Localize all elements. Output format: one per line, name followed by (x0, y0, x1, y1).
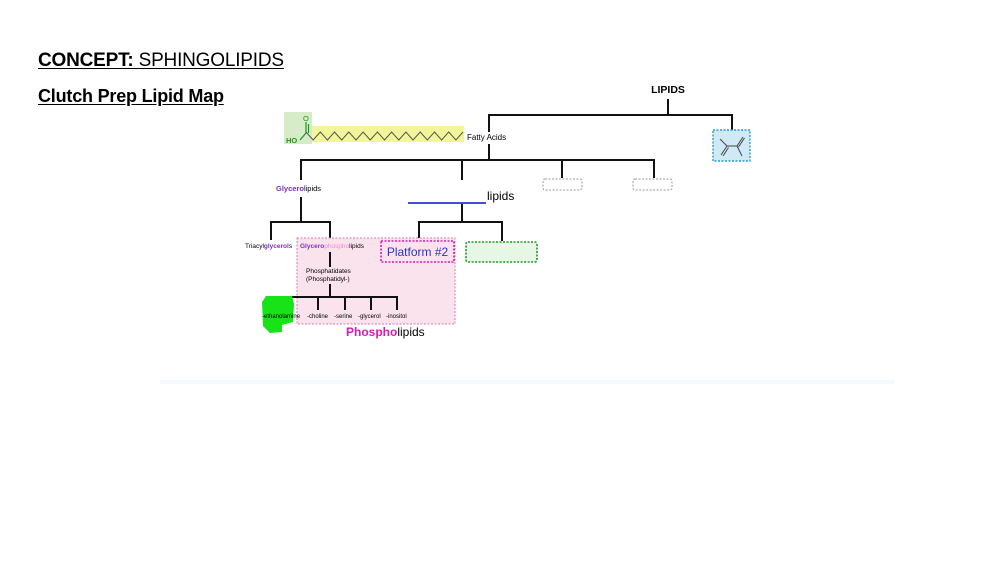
gpl-part2: phospho (324, 243, 349, 250)
isoprene-box (712, 129, 751, 162)
platform-2-box (380, 240, 455, 263)
empty-category-box-2 (632, 178, 673, 191)
head-group-glycerol: -glycerol (358, 314, 381, 320)
carboxyl-highlight (284, 112, 312, 144)
second-tree-lines (300, 144, 655, 180)
phosphatidyl-label: (Phosphatidyl-) (306, 276, 350, 283)
platform-2-label: Platform #2 (387, 245, 449, 259)
glycerophospholipids-label: Glycerophospholipids (300, 243, 365, 250)
concept-label: CONCEPT: (38, 50, 134, 71)
fatty-acids-label: Fatty Acids (467, 133, 506, 142)
phosphatidates-label: Phosphatidates (306, 268, 352, 275)
phospholipids-label: Phospholipids (346, 325, 425, 339)
gpl-part3: lipids (349, 243, 365, 250)
hydrocarbon-chain (305, 131, 464, 141)
head-group-choline: -choline (307, 314, 329, 320)
green-category-box (465, 241, 538, 263)
triacyl-highlight: glycerol (264, 243, 289, 250)
triacyl-prefix: Triacyl (245, 243, 264, 250)
faint-divider (160, 380, 895, 384)
phospholipids-suffix: lipids (397, 325, 424, 339)
blank-lipids-label: lipids (487, 189, 514, 203)
oxygen-label: O (303, 114, 309, 123)
empty-category-box-1 (542, 178, 583, 191)
triacyl-suffix: s (289, 243, 293, 250)
glycerolipid-subtree-lines (270, 197, 331, 240)
head-group-inositol: -inositol (386, 314, 407, 320)
carboxyl-bond (299, 122, 307, 141)
fatty-acid-molecule: O HO Fatty Acids (284, 112, 506, 145)
ethanolamine-highlight (262, 296, 294, 333)
root-label: LIPIDS (651, 84, 685, 96)
glycerolipids-prefix: Glycero (276, 184, 304, 193)
glycerolipids-suffix: lipids (304, 184, 321, 193)
triacylglycerols-label: Triacylglycerols (245, 243, 293, 250)
glycerolipids-label: Glycerolipids (276, 184, 321, 193)
top-tree-lines (488, 99, 733, 132)
blank-lipids-subtree-lines (418, 204, 503, 241)
head-group-serine: -serine (334, 314, 353, 320)
head-group-ethanolamine: -ethanolamine (262, 314, 301, 320)
hydroxyl-label: HO (286, 136, 297, 145)
concept-topic: SPHINGOLIPIDS (138, 50, 284, 71)
phospholipids-prefix: Phospho (346, 325, 397, 339)
gpl-part1: Glycero (300, 243, 324, 250)
concept-heading: CONCEPT: SPHINGOLIPIDS (38, 50, 284, 72)
map-subtitle: Clutch Prep Lipid Map (38, 86, 224, 106)
isoprene-icon (719, 136, 745, 157)
